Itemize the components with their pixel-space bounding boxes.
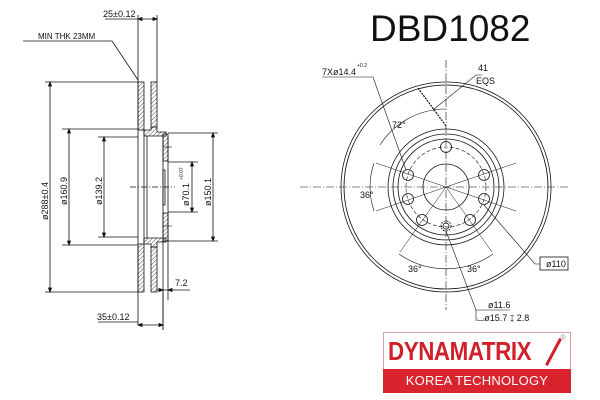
angle-left: 36° [360, 190, 374, 200]
counterbore-label: ⌴ø15.7 ↧ 2.8 [477, 313, 529, 323]
locator-hole-label: ø11.6 [488, 300, 510, 310]
hub-thickness-dim: 7.2 [175, 278, 188, 288]
hat-outer-dim: ø150.1 [203, 178, 213, 206]
bolt-holes-label: 7Xø14.4 [322, 67, 356, 77]
min-thickness-label: MIN THK 23MM [38, 32, 96, 41]
logo-slash-mark [545, 338, 562, 366]
outer-diameter-dim: ø288±0.4 [40, 182, 50, 220]
angle-bottom-left: 36° [408, 264, 422, 274]
front-view-labels: 7Xø14.4 +0.2 41 EQS 72° 36° 36° 36° ø110… [322, 63, 566, 323]
side-view-labels: 25±0.12 MIN THK 23MM ø288±0.4 ø160.9 ø13… [38, 9, 213, 322]
friction-inner-dim: ø160.9 [59, 177, 69, 205]
hat-inner-dim: ø139.2 [94, 177, 104, 205]
brand-logo: DYNAMATRIX ® KOREA TECHNOLOGY [383, 332, 575, 393]
angle-bottom-right: 36° [467, 264, 481, 274]
logo-top-panel: DYNAMATRIX ® [383, 332, 571, 369]
center-bore-dim: ø70.1 [181, 183, 191, 206]
front-view [300, 60, 570, 321]
center-bore-tol-upper: +0.07 [179, 167, 185, 180]
logo-brand-text: DYNAMATRIX [388, 336, 532, 366]
logo-tagline: KOREA TECHNOLOGY [383, 369, 571, 393]
thickness-dim: 25±0.12 [103, 9, 135, 19]
vents-spacing: EQS [476, 76, 495, 86]
vents-count: 41 [478, 63, 488, 73]
part-number-title: DBD1082 [370, 8, 531, 49]
pcd-label: ø110 [546, 259, 566, 269]
bolt-hole-tol-upper: +0.2 [357, 63, 367, 69]
registered-mark: ® [560, 333, 566, 342]
overall-height-dim: 35±0.12 [97, 312, 129, 322]
side-section-view [23, 15, 218, 330]
angle-top: 72° [392, 120, 406, 130]
